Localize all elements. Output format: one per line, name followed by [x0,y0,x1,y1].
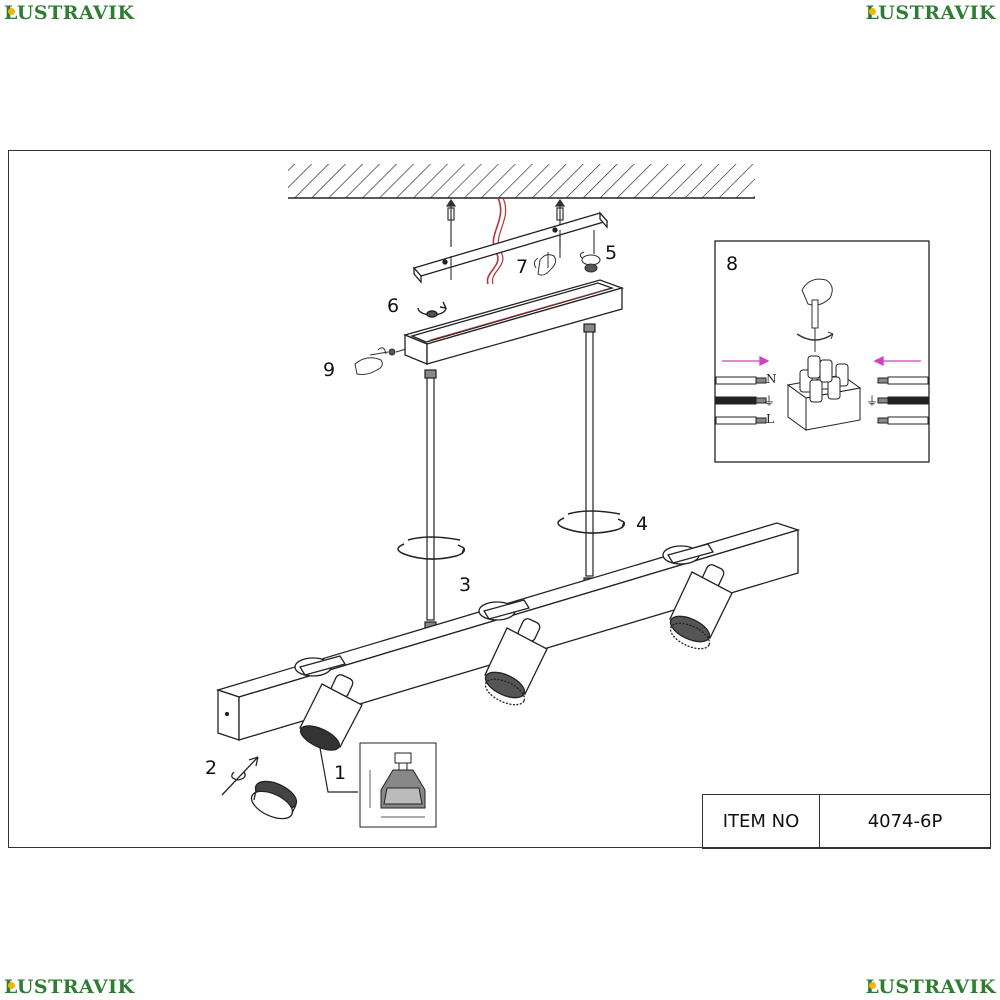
step-label-3: 3 [459,574,472,596]
insert-arrow-icon [722,355,921,367]
step-label-6: 6 [387,295,400,317]
brand-logo: LUSTRAVIK [4,2,135,24]
step-label-2: 2 [205,757,218,779]
logo-sun-icon [8,982,15,989]
brand-logo-text: LUSTRAVIK [4,976,135,998]
hand-screw-icon [533,252,557,276]
wire-icon [715,376,929,425]
mounting-bracket-icon [412,211,609,284]
bulb-detail-icon [359,742,437,828]
terminal-block-icon [786,355,862,431]
item-number-table: ITEM NO 4074-6P [702,794,991,849]
brand-logo: LUSTRAVIK [4,976,135,998]
step-label-9: 9 [323,359,336,381]
item-number-label: ITEM NO [703,795,820,848]
step-label-7: 7 [516,256,529,278]
screwdriver-hand-icon [796,278,834,352]
arrow-icon [221,756,259,796]
brand-logo-text: LUSTRAVIK [865,976,996,998]
canopy-box-icon [403,279,625,365]
rotate-arrow-icon [417,301,447,318]
step-label-4: 4 [636,513,649,535]
logo-sun-icon [869,8,877,15]
logo-sun-icon [869,982,877,989]
step-label-5: 5 [605,242,618,264]
brand-logo-text: LUSTRAVIK [865,2,996,24]
nut-washer-icon [579,251,601,273]
logo-sun-icon [8,8,15,15]
step-label-8: 8 [726,253,739,275]
step-label-1: 1 [334,762,347,784]
wire-label-neutral: N [766,372,777,386]
item-number-value: 4074-6P [867,811,943,832]
ceiling-icon [288,164,755,199]
wall-anchor-icon [445,198,566,247]
rotate-arrow-icon [397,510,626,560]
leader-line-icon [319,747,358,793]
wire-label-live: L [766,412,774,426]
brand-logo: LUSTRAVIK [865,2,996,24]
lens-ring-icon [250,780,298,820]
wiring-panel [714,240,930,463]
brand-logo: LUSTRAVIK [865,976,996,998]
spotlight-icon [294,543,733,751]
wire-label-earth-right: ⏚ [866,394,879,408]
screw-icon [450,230,595,280]
brand-logo-text: LUSTRAVIK [4,2,135,24]
wire-label-earth-left: ⏚ [763,394,776,408]
cable-clamp-icon [354,347,407,375]
diagram-frame [8,150,991,848]
